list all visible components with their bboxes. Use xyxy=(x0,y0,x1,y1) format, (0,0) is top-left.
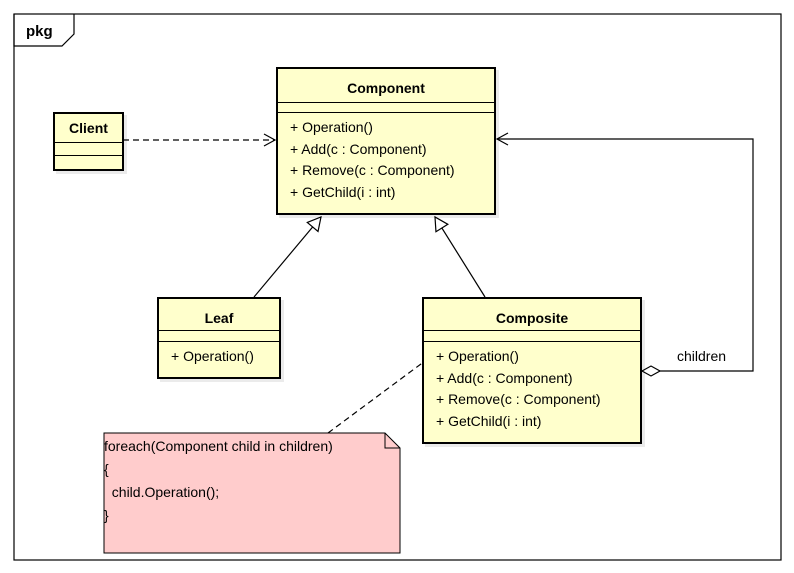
note-line: child.Operation(); xyxy=(104,484,220,500)
operation: + Operation() xyxy=(171,348,254,364)
association-label: children xyxy=(677,348,727,364)
generalization-leaf xyxy=(253,216,322,298)
operation: + Remove(c : Component) xyxy=(290,162,455,178)
generalization-composite xyxy=(434,215,486,298)
operation: + Operation() xyxy=(290,119,373,135)
class-composite[interactable]: Composite + Operation() + Add(c : Compon… xyxy=(422,297,642,444)
class-operations: + Operation() xyxy=(159,342,279,368)
class-attributes xyxy=(55,143,122,156)
operation: + Remove(c : Component) xyxy=(436,391,601,407)
operation: + GetChild(i : int) xyxy=(290,183,396,200)
package-tab xyxy=(13,14,75,47)
class-name: Client xyxy=(55,114,122,143)
note-anchor-line xyxy=(327,357,430,434)
class-leaf[interactable]: Leaf + Operation() xyxy=(157,297,281,379)
class-operations: + Operation() + Add(c : Component) + Rem… xyxy=(424,342,640,432)
operation: + Operation() xyxy=(436,348,519,364)
operation: + Add(c : Component) xyxy=(436,369,573,386)
note-shape xyxy=(103,432,401,554)
package-label: pkg xyxy=(26,23,53,40)
class-component[interactable]: Component + Operation() + Add(c : Compon… xyxy=(276,67,496,215)
note-line: { xyxy=(104,461,109,477)
class-operations: + Operation() + Add(c : Component) + Rem… xyxy=(278,113,494,203)
package-frame xyxy=(13,13,782,561)
note-line: foreach(Component child in children) xyxy=(104,438,333,454)
note-text: foreach(Component child in children) { c… xyxy=(104,435,333,527)
note-fold xyxy=(384,433,400,449)
class-attributes xyxy=(424,331,640,342)
class-name: Leaf xyxy=(159,299,279,331)
class-client[interactable]: Client xyxy=(53,112,124,171)
operation: + Add(c : Component) xyxy=(290,140,427,157)
class-name: Composite xyxy=(424,299,640,331)
operation: + GetChild(i : int) xyxy=(436,412,542,429)
class-name: Component xyxy=(278,69,494,103)
note-line: } xyxy=(104,507,109,523)
class-attributes xyxy=(159,331,279,342)
class-attributes xyxy=(278,103,494,113)
aggregation-children xyxy=(497,139,754,371)
